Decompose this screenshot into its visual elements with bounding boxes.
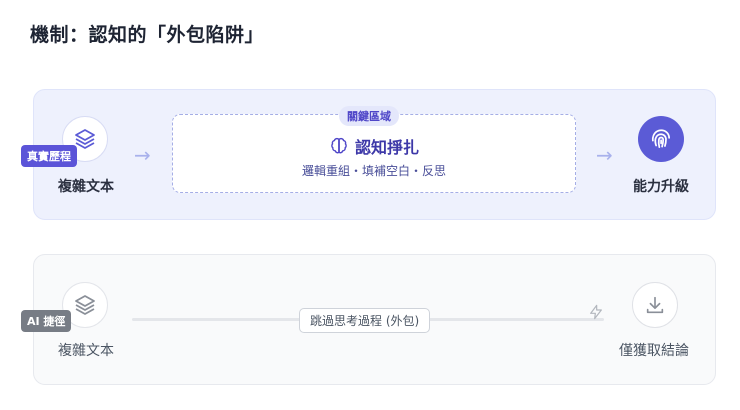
critical-steps: 邏輯重組・填補空白・反思 — [301, 164, 446, 178]
skip-thinking-label: 跳過思考過程 (外包) — [299, 308, 431, 333]
critical-zone — [172, 114, 576, 193]
arrow-right-icon: → — [596, 143, 613, 167]
real-path-tag: 真實歷程 — [21, 145, 77, 167]
complex-text-label: 複雜文本 — [58, 179, 114, 195]
download-icon — [646, 296, 664, 314]
page-title: 機制：認知的「外包陷阱」 — [30, 24, 265, 46]
layers-icon — [75, 129, 95, 149]
lightning-icon — [588, 303, 604, 325]
complex-text-label-ai: 複雜文本 — [58, 343, 114, 359]
arrow-right-icon: → — [134, 143, 151, 167]
cognitive-struggle-heading: 認知掙扎 — [172, 134, 576, 160]
conclusion-only-label: 僅獲取結論 — [619, 343, 689, 359]
ability-upgrade-node — [638, 116, 684, 162]
critical-zone-badge: 關鍵區域 — [339, 106, 399, 126]
ability-upgrade-label: 能力升級 — [633, 179, 689, 195]
fingerprint-icon — [651, 129, 670, 148]
layers-icon — [75, 295, 95, 315]
critical-title: 認知掙扎 — [354, 138, 419, 157]
ai-path-tag: AI 捷徑 — [21, 310, 72, 332]
conclusion-node — [632, 282, 678, 328]
brain-icon — [329, 136, 349, 160]
